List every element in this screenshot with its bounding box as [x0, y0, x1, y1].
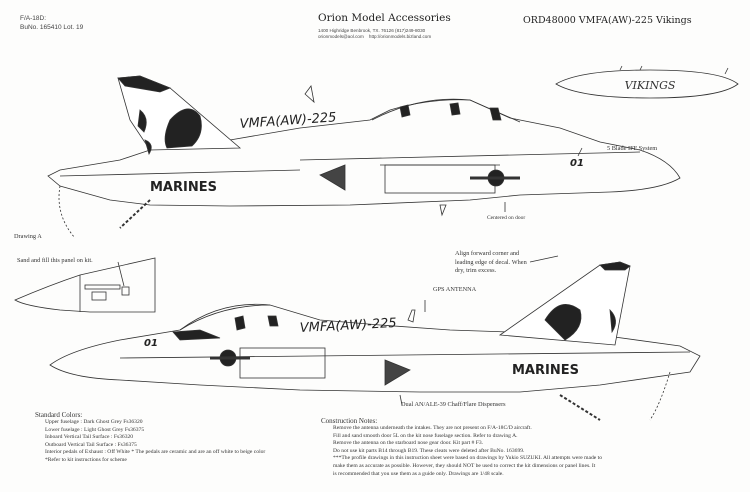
align-line-3: dry, trim excess. [455, 267, 497, 274]
modex-bottom: 01 [144, 338, 158, 349]
marines-text-top: MARINES [150, 180, 217, 195]
color-line: Upper fuselage : Dark Ghost Grey Fs36320 [45, 419, 143, 425]
aircraft-info: F/A-18D: BuNo. 165410 Lot. 19 [20, 14, 83, 32]
aircraft-type: F/A-18D: [20, 15, 47, 22]
top-profile-aircraft: VMFA(AW)-225 MARINES 01 [47, 75, 681, 239]
color-line: Interior pedals of Exhaust : Off White *… [45, 449, 266, 456]
label-sand-fill: Sand and fill this panel on kit. [17, 257, 93, 264]
note-line: make them as accurate as possible. Howev… [333, 462, 596, 469]
drawing-a-inset [14, 257, 156, 313]
sheet-title: ORD48000 VMFA(AW)-225 Vikings [523, 15, 692, 26]
vikings-tank-decal: VIKINGS [555, 65, 739, 99]
label-align: Align forward corner and leading edge of… [455, 250, 527, 276]
note-line: Remove the antenna underneath the intake… [333, 425, 532, 431]
buno: BuNo. 165410 Lot. 19 [20, 24, 84, 31]
construction-notes: Construction Notes: Remove the antenna u… [321, 417, 602, 478]
standard-colors-heading: Standard Colors: [35, 411, 83, 419]
label-centered-door: Centered on door [487, 215, 526, 221]
modex-top: 01 [570, 158, 584, 169]
label-chaff-dispensers: Dual AN/ALE-39 Chaff/Flare Dispensers [401, 401, 506, 408]
bottom-profile-aircraft: VMFA(AW)-225 MARINES 01 [49, 255, 701, 421]
note-line: Fill and sand smooth door 5L on the kit … [333, 432, 518, 439]
label-gps-antenna: GPS ANTENNA [433, 286, 477, 293]
color-line: Outboard Vertical Tail Surface : Fs36375 [45, 441, 137, 448]
email: orionmodels@aol.com [318, 34, 364, 39]
address: 1400 Highridge Benbrook, TX. 76126 (817)… [318, 28, 426, 33]
label-drawing-a: Drawing A [14, 233, 42, 240]
brand-name: Orion Model Accessories [318, 12, 451, 24]
vikings-text: VIKINGS [625, 79, 676, 92]
note-line: Do not use kit parts B14 through B19. Th… [333, 447, 525, 454]
label-iff: 5 Blade IFF System [607, 145, 658, 152]
squadron-code-top: VMFA(AW)-225 [239, 110, 337, 132]
brand-contact: 1400 Highridge Benbrook, TX. 76126 (817)… [318, 28, 431, 40]
note-line: is recommended that you use them as a gu… [333, 470, 504, 477]
note-line: Remove the antenna on the starboard nose… [333, 440, 484, 447]
standard-colors: Standard Colors: Upper fuselage : Dark G… [35, 411, 265, 465]
align-line-1: Align forward corner and [455, 250, 520, 257]
note-line: ***The profile drawings in this instruct… [333, 455, 603, 462]
color-line: Lower fuselage : Light Ghost Grey Fs3637… [45, 426, 145, 433]
color-line: *Refer to kit instructions for scheme [45, 456, 127, 463]
website: http://orionmodels.bizland.com [368, 34, 432, 39]
construction-notes-heading: Construction Notes: [321, 417, 378, 425]
align-line-2: leading edge of decal. When [455, 258, 527, 266]
color-line: Inboard Vertical Tail Surface : Fs36320 [45, 434, 134, 441]
marines-text-bottom: MARINES [512, 363, 579, 378]
squadron-code-bottom: VMFA(AW)-225 [299, 316, 397, 336]
